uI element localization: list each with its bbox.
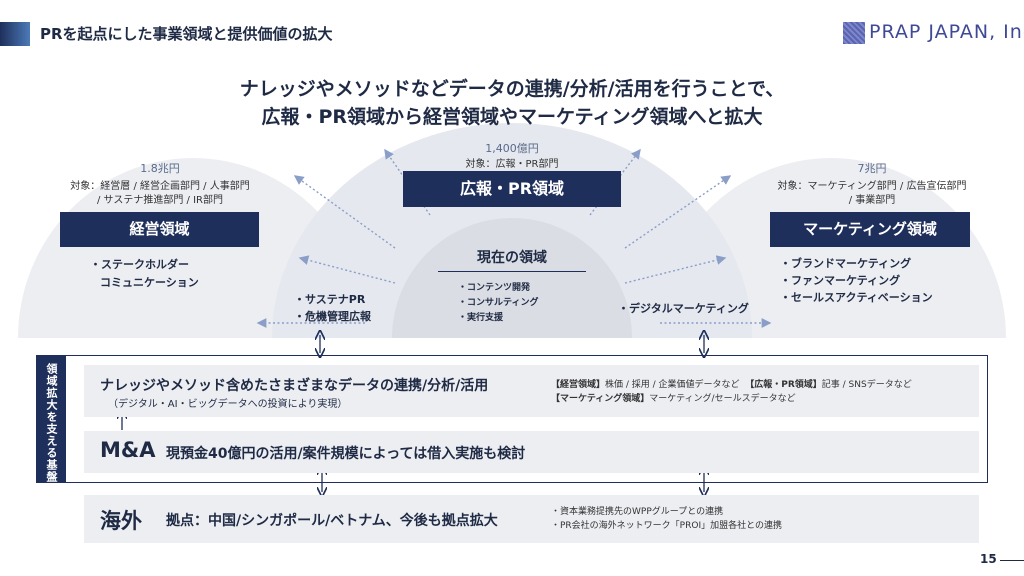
label-management: 【経営領域】 [551,380,606,390]
overseas-bullet-1: ・資本業務提携先のWPPグループとの連携 [551,507,724,517]
overseas-bullet-2: ・PR会社の海外ネットワーク「PROI」加盟各社との連携 [551,521,783,531]
company-logo: PRAP JAPAN, Inc [869,21,1024,43]
detail-pr: 記事 / SNSデータなど [821,380,912,390]
current-domain-divider [438,271,586,272]
ma-row [84,431,979,473]
label-marketing: 【マーケティング領域】 [551,394,650,404]
left-item-2: ・危機管理広報 [294,310,371,323]
data-row-detail-1: 【経営領域】株価 / 採用 / 企業価値データなど 【広報・PR領域】記事 / … [551,377,912,390]
overseas-text: 拠点：中国/シンガポール/ベトナム、今後も拠点拡大 [166,513,498,529]
marketing-domain-title: マーケティング領域 [770,212,970,247]
left-item-1: ・サステナPR [294,293,366,306]
label-pr: 【広報・PR領域】 [745,380,822,390]
management-domain-title: 経営領域 [60,212,259,247]
overseas-row [84,495,979,543]
marketing-market-size: 7兆円 [857,162,887,175]
management-market-size: 1.8兆円 [140,162,180,175]
slide-title: PRを起点にした事業領域と提供価値の拡大 [40,25,333,43]
right-item-digital-marketing: ・デジタルマーケティング [618,302,749,315]
marketing-item-1: ・ブランドマーケティング [780,257,912,270]
management-item-2: コミュニケーション [100,276,199,289]
marketing-target-line-2: / 事業部門 [848,195,896,206]
detail-marketing: マーケティング/セールスデータなど [649,394,796,404]
pr-market-size: 1,400億円 [485,142,539,155]
management-item-1: ・ステークホルダー [90,258,189,271]
pr-domain-title: 広報・PR領域 [403,171,621,207]
current-item-2: ・コンサルティング [458,298,539,308]
data-row [84,365,979,417]
marketing-item-2: ・ファンマーケティング [780,274,901,287]
current-item-1: ・コンテンツ開発 [458,283,531,293]
marketing-item-3: ・セールスアクティベーション [780,291,933,304]
overseas-title: 海外 [100,509,142,533]
current-domain-title: 現在の領域 [477,250,547,266]
base-label-text: 領域拡大を支える基盤 [45,363,58,483]
current-arc [392,218,632,338]
data-row-title: ナレッジやメソッド含めたさまざまなデータの連携/分析/活用 [100,378,489,394]
management-target-line-1: 対象：経営層 / 経営企画部門 / 人事部門 [70,181,250,192]
headline-line-1: ナレッジやメソッドなどデータの連携/分析/活用を行うことで、 [239,78,785,100]
ma-title: M&A [100,438,156,462]
detail-management: 株価 / 採用 / 企業価値データなど [605,380,740,390]
headline-line-2: 広報・PR領域から経営領域やマーケティング領域へと拡大 [261,106,763,128]
data-row-subtitle: （デジタル・AI・ビッグデータへの投資により実現） [108,399,348,410]
title-accent-bar [0,22,30,46]
logo-mark-icon [843,22,865,44]
page-number: 15 [980,552,997,566]
management-target-line-2: / サステナ推進部門 / IR部門 [97,195,223,206]
data-row-detail-2: 【マーケティング領域】マーケティング/セールスデータなど [551,391,796,404]
marketing-target-line-1: 対象：マーケティング部門 / 広告宣伝部門 [777,181,967,192]
base-label: 領域拡大を支える基盤 [36,355,66,483]
page-number-rule [1000,560,1024,561]
pr-target: 対象：広報・PR部門 [465,159,559,170]
current-item-3: ・実行支援 [458,313,504,323]
ma-text: 現預金40億円の活用/案件規模によっては借入実施も検討 [166,446,526,462]
